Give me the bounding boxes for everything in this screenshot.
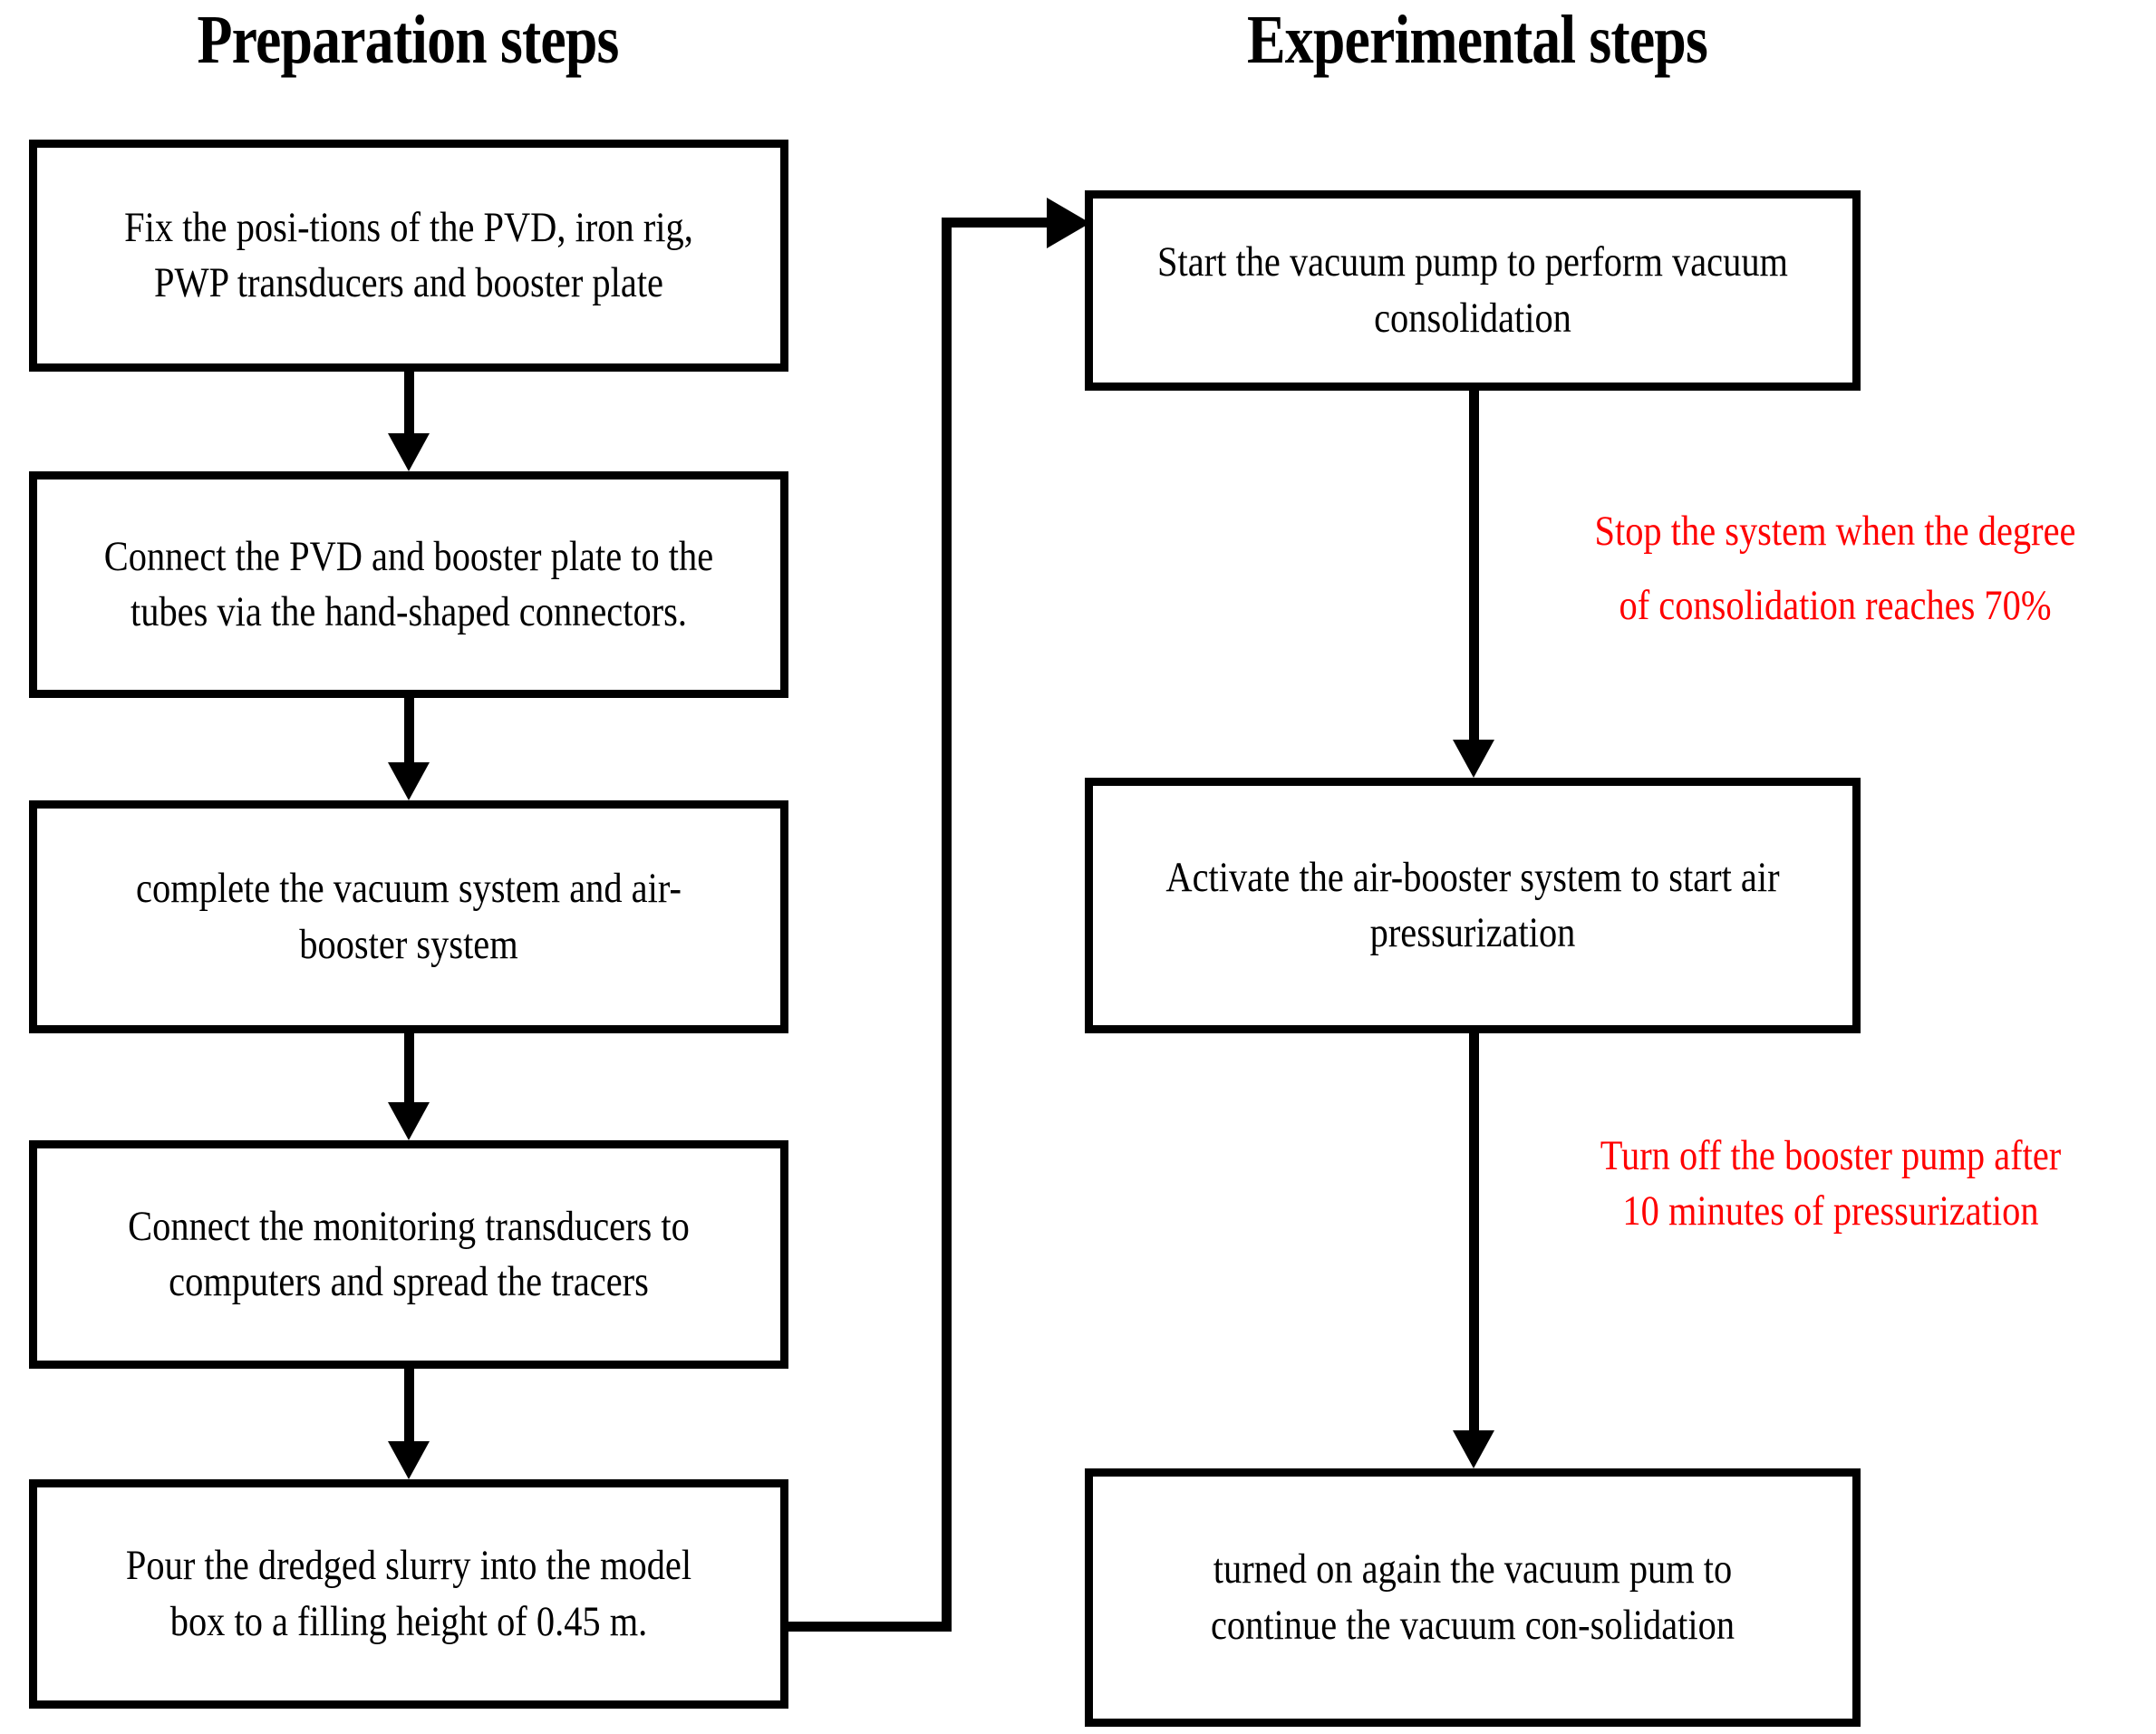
node-fix-positions[interactable]: Fix the posi-tions of the PVD, iron rig,… [29,140,788,372]
node-connect-transducers-label: Connect the monitoring transducers to co… [128,1202,690,1305]
node-activate-air-booster-label: Activate the air-booster system to start… [1165,853,1780,956]
experimental-steps-title: Experimental steps [1247,2,1708,78]
annotation-turn-off-booster: Turn off the booster pump after 10 minut… [1600,1132,2062,1235]
node-complete-vacuum-system-label: complete the vacuum system and air-boost… [136,865,682,968]
arrow-stem [404,1033,414,1102]
arrow-stem [404,1369,414,1441]
node-complete-vacuum-system[interactable]: complete the vacuum system and air-boost… [29,800,788,1033]
node-connect-transducers[interactable]: Connect the monitoring transducers to co… [29,1140,788,1369]
node-turn-on-vacuum-again-label: turned on again the vacuum pum to contin… [1210,1545,1735,1649]
arrow-head [1453,1430,1494,1468]
node-pour-slurry[interactable]: Pour the dredged slurry into the model b… [29,1479,788,1709]
arrow-head [1453,740,1494,778]
annotation-stop-system: Stop the system when the degree of conso… [1594,508,2076,630]
node-connect-pvd-label: Connect the PVD and booster plate to the… [103,532,714,635]
connector-segment-horizontal-bottom [785,1622,952,1632]
node-start-vacuum-pump[interactable]: Start the vacuum pump to perform vacuum … [1085,190,1861,391]
node-connect-pvd[interactable]: Connect the PVD and booster plate to the… [29,471,788,698]
arrow-stem [404,372,414,433]
arrow-stem [1469,1033,1479,1430]
arrow-head [388,1102,430,1140]
node-start-vacuum-pump-label: Start the vacuum pump to perform vacuum … [1157,238,1788,342]
arrow-stem [404,698,414,762]
node-pour-slurry-label: Pour the dredged slurry into the model b… [125,1542,692,1645]
preparation-steps-title: Preparation steps [197,2,619,78]
arrow-stem [1469,391,1479,740]
arrow-head [388,433,430,471]
node-fix-positions-label: Fix the posi-tions of the PVD, iron rig,… [124,203,693,306]
connector-segment-vertical-riser [942,218,952,1632]
arrow-head [388,1441,430,1479]
arrow-head [388,762,430,800]
node-activate-air-booster[interactable]: Activate the air-booster system to start… [1085,778,1861,1033]
connector-segment-horizontal-top [942,218,1052,228]
node-turn-on-vacuum-again[interactable]: turned on again the vacuum pum to contin… [1085,1468,1861,1727]
arrow-right-icon [1047,198,1090,248]
